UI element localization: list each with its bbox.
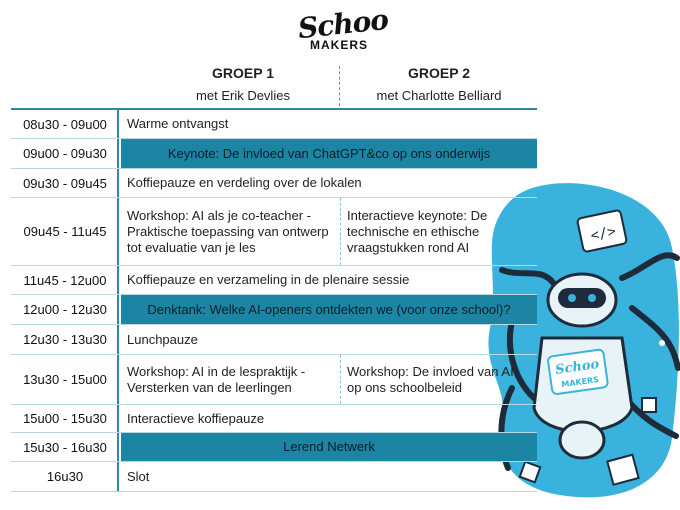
schedule-session: Slot (127, 468, 150, 484)
schedule-time: 15u00 - 15u30 (11, 405, 119, 432)
schedule-session-group-1: Workshop: AI in de lespraktijk - Verster… (127, 363, 306, 395)
schedule-time: 09u45 - 11u45 (11, 198, 119, 265)
schedule-time: 13u30 - 15u00 (11, 355, 119, 404)
header-divider (339, 66, 340, 106)
schedule-row: 11u45 - 12u00 Koffiepauze en verzameling … (11, 266, 537, 295)
schedule-session: Lunchpauze (127, 331, 198, 347)
logo-block-text: MAKERS (309, 38, 368, 52)
schedule-session-group-2: Workshop: De invloed van AI op ons schoo… (340, 355, 537, 404)
header-rule (11, 108, 537, 110)
schedule-time: 09u30 - 09u45 (11, 169, 119, 197)
schedule-session: Keynote: De invloed van ChatGPT&co op on… (121, 139, 537, 168)
group-2-title: GROEP 2 (408, 65, 470, 81)
schoolmakers-logo: Schoo MAKERS (296, 3, 389, 62)
schedule-row: 16u30 Slot (11, 462, 537, 492)
group-1-subtitle: met Erik Devlies (196, 88, 290, 103)
schedule-session: Denktank: Welke AI-openers ontdekten we … (121, 295, 537, 324)
schedule-time: 08u30 - 09u00 (11, 110, 119, 138)
schedule-time: 16u30 (11, 462, 119, 491)
group-1-header: GROEP 1 met Erik Devlies (144, 64, 342, 108)
schedule-time: 15u30 - 16u30 (11, 433, 119, 461)
schedule-session: Koffiepauze en verzameling in de plenair… (127, 272, 410, 287)
schedule-session: Warme ontvangst (127, 116, 229, 131)
schedule-session: Interactieve koffiepauze (127, 410, 265, 426)
group-2-header: GROEP 2 met Charlotte Belliard (340, 64, 538, 108)
group-1-title: GROEP 1 (212, 65, 274, 81)
schedule-row: 15u00 - 15u30 Interactieve koffiepauze (11, 405, 537, 433)
schedule-session: Koffiepauze en verdeling over de lokalen (127, 175, 362, 190)
schedule-time: 12u00 - 12u30 (11, 295, 119, 324)
schedule-time: 09u00 - 09u30 (11, 139, 119, 168)
robot-illustration: </> Schoo MAKERS (488, 183, 680, 498)
group-2-subtitle: met Charlotte Belliard (376, 88, 502, 103)
schedule-time: 12u30 - 13u30 (11, 325, 119, 354)
schedule-table: 08u30 - 09u00 Warme ontvangst 09u00 - 09u3… (11, 110, 537, 492)
schedule-session: Lerend Netwerk (121, 433, 537, 461)
schedule-row: 09u30 - 09u45 Koffiepauze en verdeling ov… (11, 169, 537, 198)
screen-text: </> (589, 223, 617, 244)
badge-script-text: Schoo (554, 357, 600, 378)
schedule-row: 08u30 - 09u00 Warme ontvangst (11, 110, 537, 139)
schedule-time: 11u45 - 12u00 (11, 266, 119, 294)
schedule-session-group-1: Workshop: AI als je co-teacher - Praktis… (127, 207, 329, 255)
schedule-row: 12u30 - 13u30 Lunchpauze (11, 325, 537, 355)
schedule-session-group-2: Interactieve keynote: De technische en e… (340, 198, 537, 265)
